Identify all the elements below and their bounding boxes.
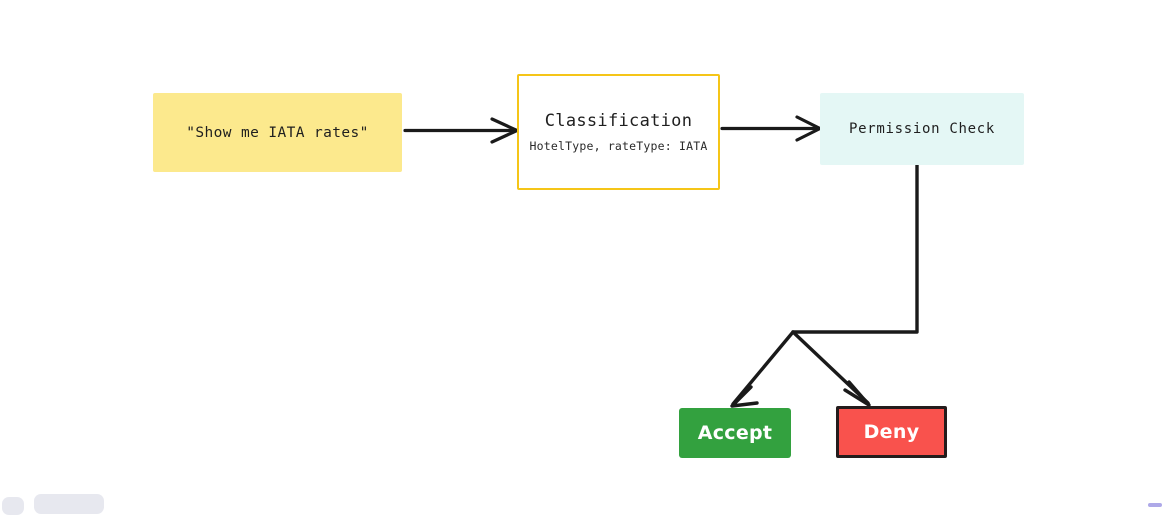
node-deny-label: Deny: [863, 421, 920, 443]
node-deny[interactable]: Deny: [836, 406, 947, 458]
node-classification-label: Classification: [544, 111, 693, 131]
node-accept[interactable]: Accept: [679, 408, 791, 458]
node-permission-check-label: Permission Check: [848, 121, 996, 137]
edge-permission-branch-trunk: [791, 163, 919, 334]
node-classification[interactable]: Classification HotelType, rateType: IATA: [517, 74, 720, 190]
node-permission-check[interactable]: Permission Check: [820, 93, 1024, 165]
node-user-utterance[interactable]: "Show me IATA rates": [153, 93, 402, 172]
node-accept-label: Accept: [697, 422, 773, 444]
edge-input-to-classification: [403, 117, 519, 144]
corner-indicator: [1148, 503, 1162, 507]
edge-branch-to-deny: [791, 330, 871, 407]
edge-classification-to-permission: [720, 115, 822, 142]
node-user-utterance-label: "Show me IATA rates": [186, 124, 369, 141]
toolbar-chip-secondary[interactable]: [34, 494, 104, 514]
edge-branch-to-accept: [730, 330, 795, 408]
toolbar-chip-left[interactable]: [2, 497, 24, 515]
node-classification-sublabel: HotelType, rateType: IATA: [529, 139, 708, 153]
